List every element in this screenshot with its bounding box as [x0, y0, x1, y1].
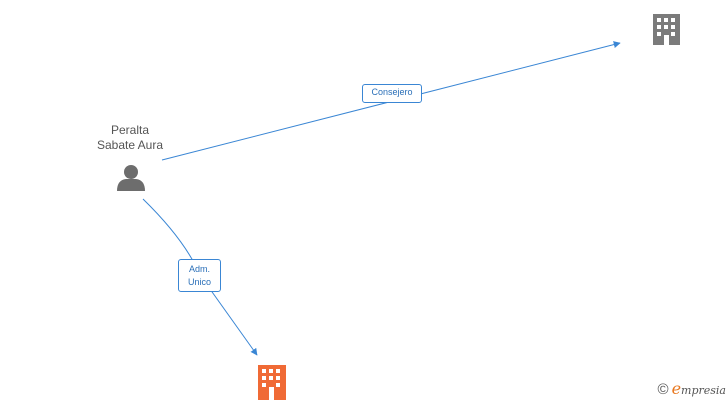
company-building-icon-bottom[interactable]: [258, 365, 286, 400]
copyright-symbol: ©: [657, 381, 669, 398]
edge-label-consejero[interactable]: Consejero: [362, 84, 422, 103]
person-name-label: Peralta Sabate Aura: [78, 123, 182, 153]
edge-label-adm-line1: Adm.: [188, 264, 210, 274]
person-name-line1: Peralta: [110, 123, 150, 137]
empresia-logo-rest: mpresia: [681, 384, 726, 397]
empresia-brand: ©empresia: [658, 379, 727, 398]
empresia-logo-initial: e: [671, 379, 682, 398]
company-building-icon-top[interactable]: [653, 14, 680, 45]
person-name-line2: Sabate Aura: [96, 138, 164, 152]
edge-label-adm-line2: Unico: [187, 277, 211, 287]
edge-label-adm-unico[interactable]: Adm. Unico: [178, 259, 221, 292]
edge-label-consejero-text: Consejero: [371, 87, 413, 97]
person-icon[interactable]: [117, 165, 145, 191]
